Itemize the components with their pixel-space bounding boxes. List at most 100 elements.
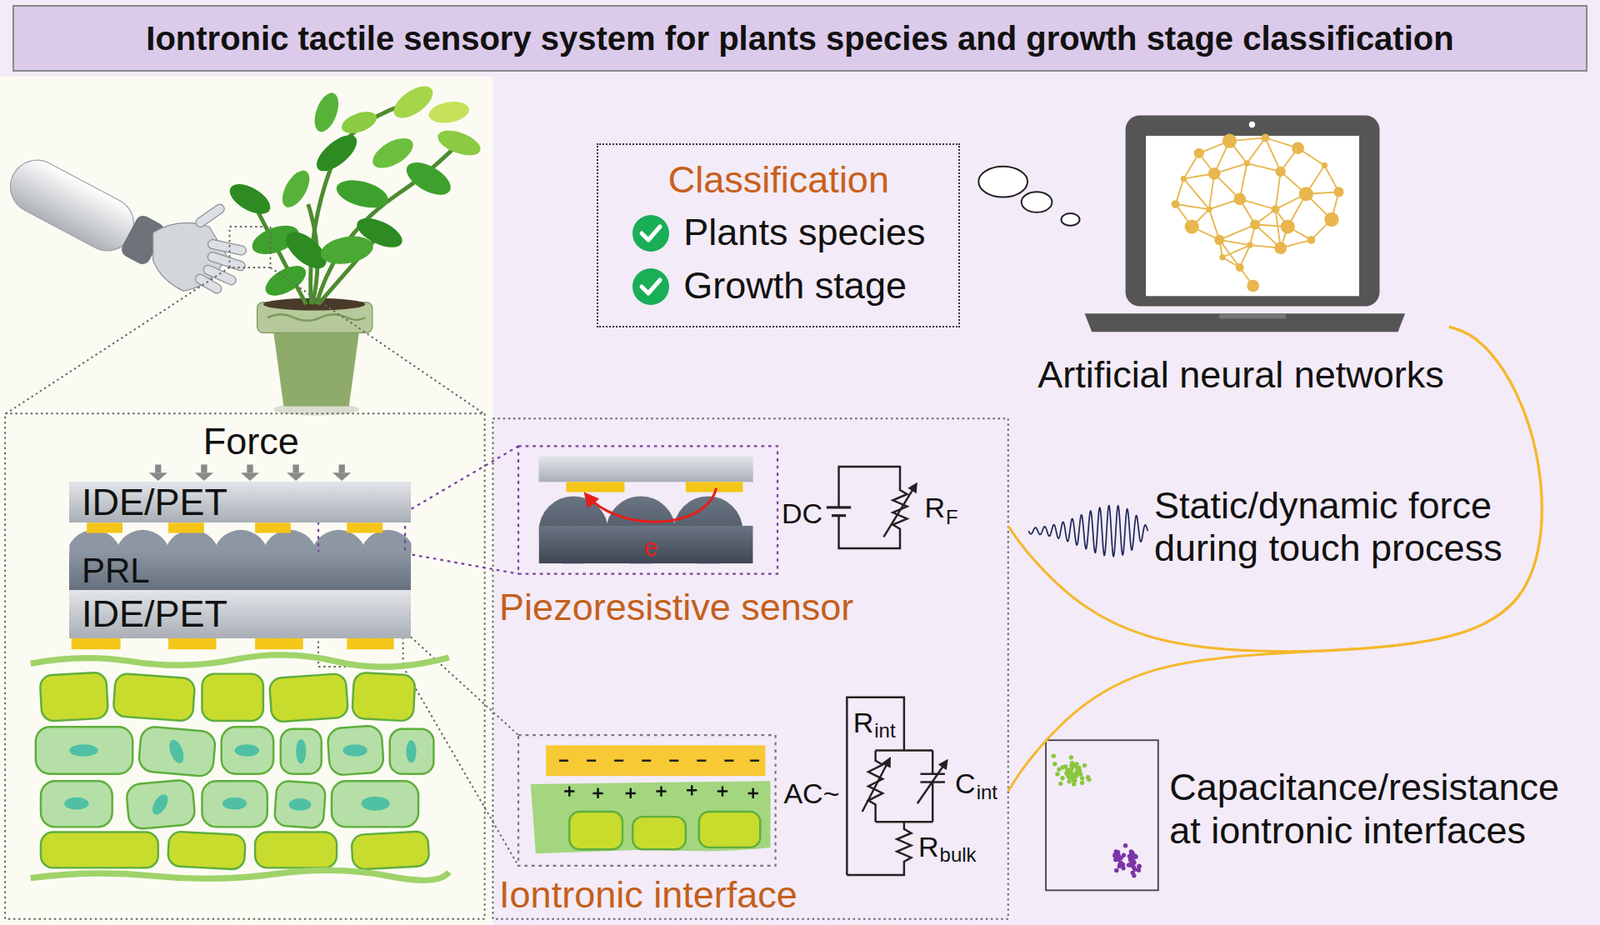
plant-cells: [167, 830, 246, 870]
force-arrows: [246, 464, 253, 473]
purple-zoom-lines: [405, 445, 519, 513]
cluster-plot: [1131, 860, 1136, 865]
laptop-icon: [1171, 133, 1345, 292]
laptop-icon: [1244, 160, 1250, 166]
label-box: R: [853, 707, 875, 739]
cluster-plot: [1060, 775, 1065, 780]
electrodes: [71, 638, 121, 650]
cluster-plot: [1080, 780, 1085, 785]
plant-cells: [40, 830, 430, 870]
dc-circuit: [826, 466, 917, 549]
laptop-icon: [1307, 235, 1316, 245]
zoom-leader-lines: [492, 418, 1008, 919]
laptop-icon: [1208, 167, 1221, 180]
annotation: Static/dynamic force during touch proces…: [1154, 484, 1521, 571]
laptop-icon: [1171, 200, 1180, 209]
force-waveform: [1028, 505, 1148, 557]
cluster-plot: [1082, 763, 1087, 768]
symbol-label: C: [955, 768, 976, 800]
label-box: int: [874, 720, 895, 742]
classification-box: ClassificationPlants speciesGrowth stage: [596, 143, 960, 328]
label-box: e: [644, 533, 659, 561]
cluster-plot: [1051, 753, 1056, 758]
laptop-icon: [1219, 254, 1225, 260]
plant-cells: [35, 725, 435, 830]
ac-circuit: [920, 750, 945, 822]
laptop-icon: [1194, 148, 1205, 159]
laptop-icon: [1246, 137, 1265, 164]
piezo-inset-drawing: [539, 456, 754, 566]
ac-circuit: [862, 758, 890, 812]
cluster-plot: [1055, 771, 1060, 776]
prl-microstructures: [69, 530, 411, 554]
zoom-leader-lines: [230, 226, 271, 268]
electrodes: [86, 522, 123, 533]
laptop-icon: [1246, 163, 1280, 172]
plant-cells: [222, 797, 247, 810]
laptop-icon: [1214, 235, 1225, 245]
robot-hand: [194, 272, 224, 295]
background: [0, 76, 493, 925]
laptop-icon: [1280, 219, 1295, 234]
plant-cells: [69, 744, 98, 757]
zoom-leader-lines: [5, 267, 230, 414]
zoom-leader-lines: [403, 630, 519, 735]
purple-zoom-lines: [518, 445, 778, 574]
plant-cells: [342, 744, 367, 757]
plant-cells: [35, 726, 133, 774]
laptop-icon: [1222, 133, 1237, 148]
plant-cells: [295, 739, 306, 764]
laptop-icon: [1185, 219, 1200, 234]
potted-plant: [225, 178, 275, 220]
potted-plant: [339, 107, 380, 138]
subscript: bulk: [940, 844, 977, 866]
laptop-icon: [1249, 121, 1255, 128]
label-box: R: [918, 831, 940, 863]
box-heading: Classification: [631, 158, 925, 202]
plant-cells: [30, 655, 450, 667]
iontronic-inset-drawing: [699, 811, 760, 848]
plant-cells: [274, 780, 326, 829]
plant-cells: [331, 780, 419, 827]
laptop-icon: [1321, 162, 1328, 169]
node-label: IDE/PET: [81, 595, 228, 633]
prl-microstructures: [115, 530, 170, 554]
laptop-icon: [1085, 115, 1405, 332]
plant-cells: [390, 729, 435, 775]
plant-cells: [255, 832, 337, 869]
cluster-plot: [1045, 740, 1159, 890]
potted-plant: [435, 125, 485, 160]
iontronic-inset-drawing: [545, 745, 765, 776]
plant-cells: [166, 737, 187, 765]
plant-cells: [350, 830, 430, 870]
check-icon: [631, 267, 670, 306]
laptop-icon: [1265, 137, 1280, 171]
symbol-label: Force: [203, 420, 300, 463]
laptop-icon: [1233, 193, 1246, 206]
force-arrows: [339, 464, 345, 473]
laptop-icon: [1180, 175, 1187, 182]
plant-cells: [125, 779, 196, 830]
potted-plant: [352, 212, 407, 254]
subscript: int: [874, 720, 895, 742]
robot-hand: [194, 202, 226, 230]
ac-circuit: [846, 821, 911, 875]
list-item: Growth stage: [631, 264, 925, 308]
laptop-icon: [1260, 133, 1270, 142]
laptop-icon: [1274, 241, 1287, 255]
force-waveform: [1028, 505, 1148, 557]
ac-circuit: [917, 760, 948, 804]
sensor-inset: Iontronic interface: [495, 726, 1009, 917]
laptop-icon: [1219, 240, 1240, 268]
laptop-icon: [1299, 186, 1314, 201]
laptop-icon: [1219, 313, 1286, 319]
piezo-inset-drawing: [539, 525, 754, 564]
label-box: AC~: [783, 778, 840, 810]
symbol-label: e: [644, 533, 659, 561]
check-icon: [641, 226, 660, 240]
cluster-plot: [1052, 761, 1057, 766]
symbol-label: DC: [781, 498, 823, 530]
cluster-plot: [1136, 864, 1141, 869]
plant-cells: [40, 780, 113, 827]
